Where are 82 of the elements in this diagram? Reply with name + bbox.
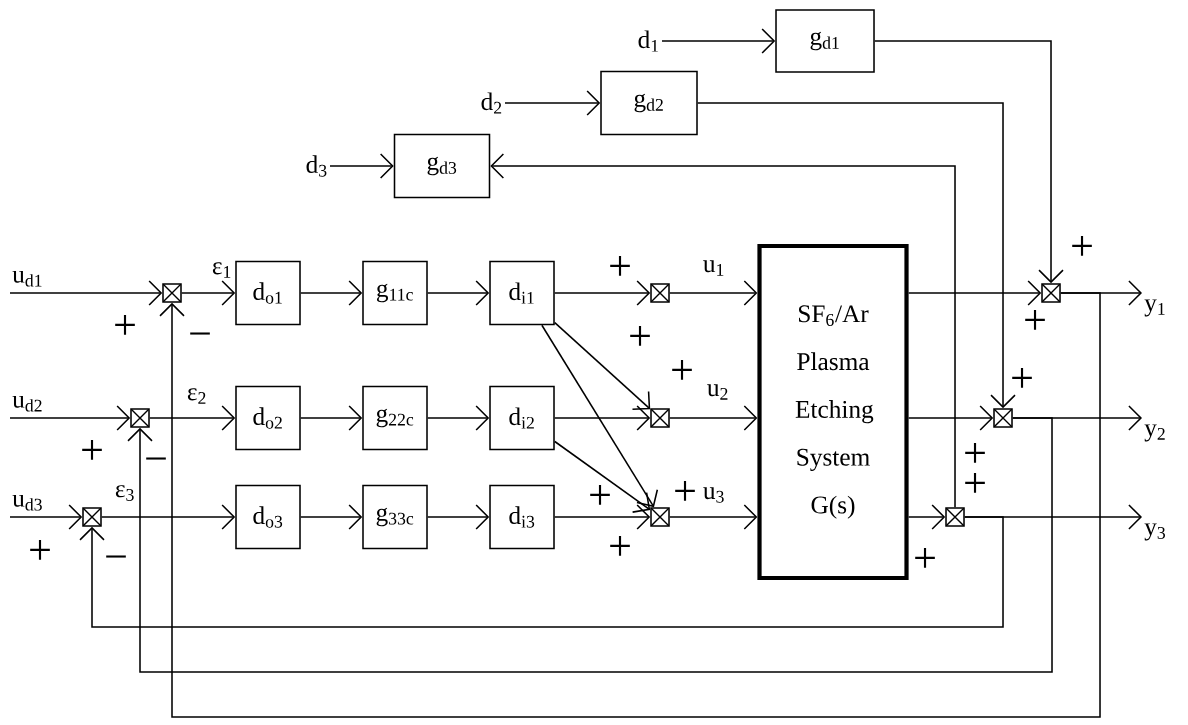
arrow <box>554 405 651 431</box>
block-box: g$_{d2}$ <box>600 70 698 136</box>
sign-label: + <box>1025 310 1045 330</box>
signal-label: u$_{d2}$ <box>12 395 42 412</box>
sign-label: + <box>30 540 50 560</box>
block-box: d$_{o1}$ <box>235 260 301 326</box>
arrow <box>669 405 758 431</box>
arrow <box>907 405 994 431</box>
signal-label: y$_{2}$ <box>1144 424 1165 442</box>
sign-label: + <box>965 443 985 463</box>
block-box: d$_{o3}$ <box>235 484 301 550</box>
arrow <box>669 504 758 530</box>
signal-label: d$_{3}$ <box>306 155 327 177</box>
summing-junction <box>130 408 150 428</box>
arrow <box>79 516 1004 628</box>
block-box: g$_{d1}$ <box>775 9 875 73</box>
summing-junction <box>650 408 670 428</box>
sign-label: + <box>610 536 630 556</box>
arrow <box>300 280 363 306</box>
arrow <box>149 405 236 431</box>
arrow <box>427 280 490 306</box>
signal-label: u$_{d3}$ <box>12 494 42 511</box>
sign-label: − <box>146 457 166 460</box>
arrow <box>300 504 363 530</box>
plant-box: SF$_{6}$/Ar Plasma Etching System G(s) <box>757 243 909 581</box>
arrow <box>874 40 1064 284</box>
arrow <box>9 405 131 431</box>
arrow <box>329 153 394 179</box>
arrow <box>181 280 236 306</box>
signal-label: d$_{1}$ <box>638 30 659 52</box>
signal-label: u$_{d1}$ <box>12 270 42 287</box>
arrow <box>427 504 490 530</box>
sign-label: + <box>965 473 985 493</box>
sign-label: + <box>115 315 135 335</box>
sign-label: + <box>675 481 695 501</box>
sign-label: − <box>190 332 210 335</box>
arrow <box>159 292 1101 718</box>
arrow <box>504 90 601 116</box>
block-box: d$_{o2}$ <box>235 385 301 451</box>
arrow <box>669 280 758 306</box>
arrow <box>9 504 83 530</box>
arrow <box>127 417 1053 673</box>
arrow <box>907 504 946 530</box>
sign-label: + <box>1012 368 1032 388</box>
signal-label: d$_{2}$ <box>481 92 502 114</box>
sign-label: + <box>1072 236 1092 256</box>
summing-junction <box>162 283 182 303</box>
signal-label: y$_{1}$ <box>1144 299 1165 317</box>
arrow <box>490 153 956 508</box>
arrow <box>661 28 776 54</box>
block-box: d$_{i2}$ <box>489 385 555 451</box>
arrow <box>554 440 651 513</box>
arrow <box>101 504 236 530</box>
arrow <box>554 280 651 306</box>
arrow <box>907 280 1042 306</box>
sign-label: + <box>82 440 102 460</box>
block-box: g$_{33c}$ <box>362 484 428 550</box>
sign-label: − <box>106 555 126 558</box>
block-box: d$_{i3}$ <box>489 484 555 550</box>
block-box: g$_{22c}$ <box>362 385 428 451</box>
sign-label: + <box>630 326 650 346</box>
summing-junction <box>945 507 965 527</box>
summing-junction <box>82 507 102 527</box>
arrow <box>554 504 651 530</box>
arrow <box>9 280 163 306</box>
summing-junction <box>993 408 1013 428</box>
arrow <box>300 405 363 431</box>
arrow <box>697 102 1016 409</box>
arrow <box>554 321 651 411</box>
block-box: g$_{11c}$ <box>362 260 428 326</box>
signal-label: y$_{3}$ <box>1144 523 1165 541</box>
sign-label: + <box>915 548 935 568</box>
block-box: d$_{i1}$ <box>489 260 555 326</box>
block-box: g$_{d3}$ <box>393 133 491 199</box>
sign-label: + <box>610 256 630 276</box>
sign-label: + <box>590 485 610 505</box>
arrow <box>427 405 490 431</box>
sign-label: + <box>672 360 692 380</box>
summing-junction <box>1041 283 1061 303</box>
summing-junction <box>650 283 670 303</box>
summing-junction <box>650 507 670 527</box>
arrow <box>541 324 659 508</box>
